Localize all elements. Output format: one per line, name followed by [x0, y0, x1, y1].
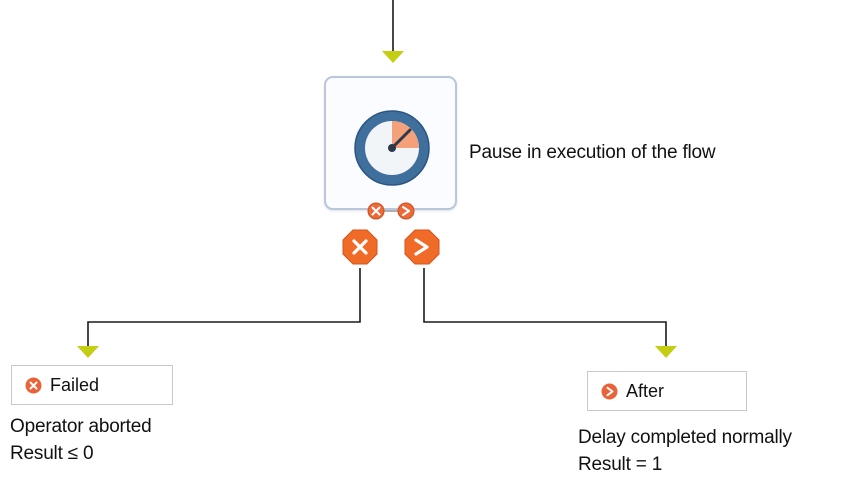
failed-result-notes: Operator aborted Result ≤ 0	[10, 413, 152, 467]
fail-mini-outlet-icon[interactable]	[367, 202, 385, 220]
fail-connector	[87, 268, 361, 346]
incoming-arrow-icon	[382, 51, 404, 63]
fail-arrow-icon	[77, 346, 99, 358]
next-arrow-icon	[655, 346, 677, 358]
after-note-line: Delay completed normally	[578, 427, 792, 448]
failed-note-line: Result ≤ 0	[10, 443, 94, 464]
after-result-label: After	[626, 380, 665, 401]
fail-outlet-icon[interactable]	[342, 229, 378, 265]
next-circle-icon	[601, 383, 618, 399]
after-note-line: Result = 1	[578, 454, 663, 475]
failed-result-node[interactable]: Failed	[11, 365, 173, 405]
node-description: Pause in execution of the flow	[469, 142, 716, 163]
after-result-notes: Delay completed normally Result = 1	[578, 424, 792, 478]
next-connector	[423, 268, 667, 346]
after-result-node[interactable]: After	[587, 371, 747, 411]
fail-circle-icon	[25, 377, 42, 393]
failed-note-line: Operator aborted	[10, 416, 152, 437]
failed-result-label: Failed	[50, 374, 100, 395]
next-outlet-icon[interactable]	[404, 229, 440, 265]
next-mini-outlet-icon[interactable]	[397, 202, 415, 220]
delay-node[interactable]	[324, 76, 457, 220]
stopwatch-icon	[354, 110, 430, 186]
node-outlet-connectors	[367, 202, 415, 220]
